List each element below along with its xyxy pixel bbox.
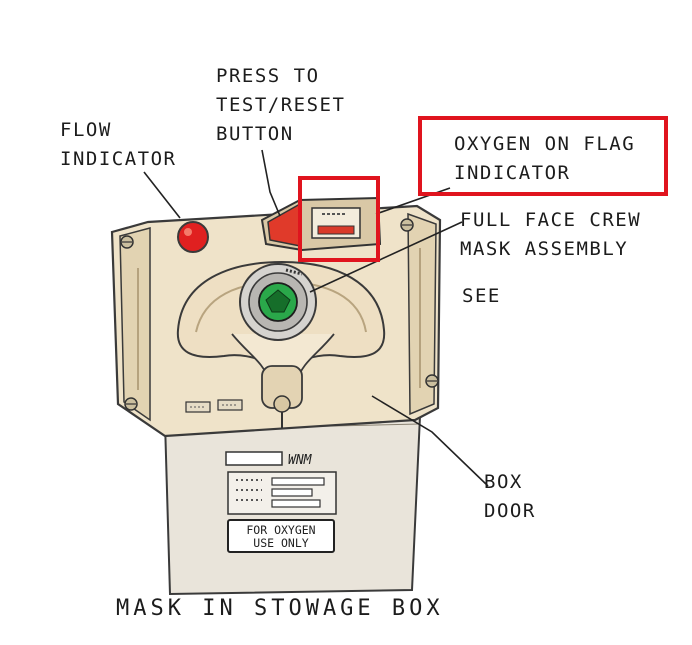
label-line: FLOW (60, 119, 112, 141)
leader-lines (143, 149, 489, 487)
corner-screw (425, 374, 439, 388)
label-line: FULL FACE CREW (460, 209, 642, 231)
oxygen-on-flag-window (311, 207, 361, 239)
door-tag-placard: WNM (225, 451, 313, 468)
corner-screw (124, 397, 138, 411)
door-tag-text: WNM (288, 453, 313, 468)
panel-latch (217, 399, 243, 411)
corner-screw (120, 235, 134, 249)
label-line: INDICATOR (60, 148, 177, 170)
figure-caption: MASK IN STOWAGE BOX (116, 596, 444, 621)
label-line: MASK ASSEMBLY (460, 238, 629, 260)
mask-valve (239, 263, 317, 341)
label-line: TEST/RESET (216, 94, 346, 116)
highlight-box-flag-window (298, 176, 380, 262)
highlight-box-flag-label (418, 116, 668, 196)
flow-indicator-label: FLOW INDICATOR (60, 116, 176, 174)
box-door-label: BOX DOOR (484, 468, 536, 526)
corner-screw (400, 218, 414, 232)
oxygen-on-flag-indicator-label: OXYGEN ON FLAG INDICATOR (454, 130, 635, 188)
press-test-reset-label: PRESS TO TEST/RESET BUTTON (216, 62, 345, 149)
label-line: BOX (484, 471, 523, 493)
label-line: DOOR (484, 500, 536, 522)
label-line: PRESS TO (216, 65, 320, 87)
flow-indicator-light (177, 221, 209, 253)
see-label: SEE (462, 285, 501, 307)
oxygen-placard-line-1: FOR OXYGEN (246, 523, 315, 537)
label-line: INDICATOR (454, 162, 571, 184)
label-line: OXYGEN ON FLAG (454, 133, 636, 155)
instruction-plate (227, 471, 337, 515)
label-line: BUTTON (216, 123, 294, 145)
panel-latch (185, 401, 211, 413)
oxygen-placard-line-2: USE ONLY (253, 536, 308, 550)
full-face-crew-mask-label: FULL FACE CREW MASK ASSEMBLY (460, 206, 641, 264)
for-oxygen-use-only-placard: FOR OXYGEN USE ONLY (227, 519, 335, 553)
